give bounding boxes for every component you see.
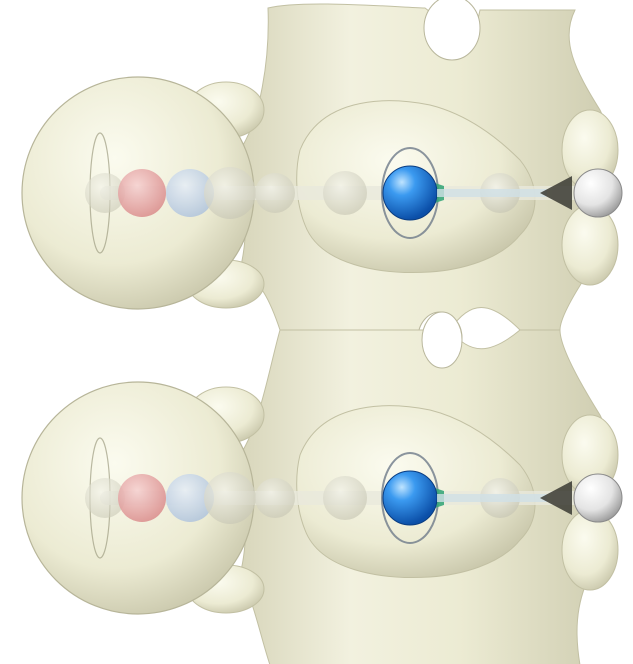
atom-faded [323, 171, 367, 215]
isosurface-hole [423, 0, 481, 61]
isosurface-bump [561, 204, 619, 286]
bond [437, 494, 547, 502]
atom-blue [382, 165, 438, 221]
bond-cone [540, 481, 572, 515]
atom-white [573, 473, 623, 523]
atom-red-faded [118, 169, 166, 217]
atom-faded [204, 167, 256, 219]
atom-white [573, 168, 623, 218]
atom-faded [204, 472, 256, 524]
atom-faded [255, 478, 295, 518]
isosurface-bump [561, 509, 619, 591]
atom-blue-faded [166, 474, 214, 522]
isosurface-hole [421, 311, 463, 369]
atom-faded [85, 478, 125, 518]
atom-faded [323, 476, 367, 520]
atom-blue [382, 470, 438, 526]
atom-faded [85, 173, 125, 213]
bond-cone [540, 176, 572, 210]
atom-red-faded [118, 474, 166, 522]
atom-faded [255, 173, 295, 213]
molecule-unit-bottom [21, 329, 623, 664]
bond [437, 189, 547, 197]
atom-blue-faded [166, 169, 214, 217]
